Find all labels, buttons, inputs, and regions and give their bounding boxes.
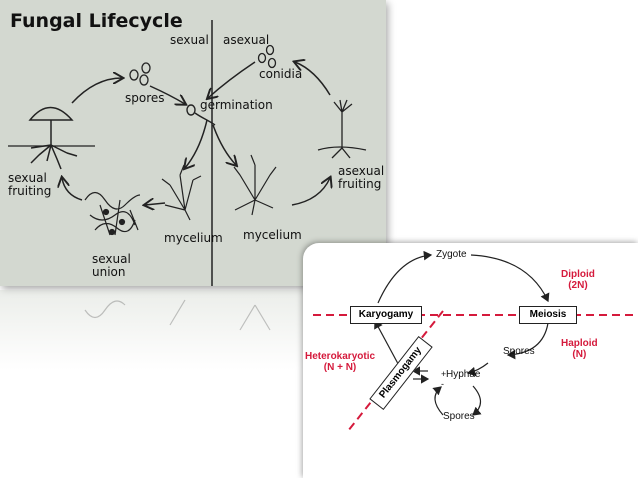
spores-upper-label: Spores <box>503 346 535 357</box>
karyogamy-cycle-panel: Zygote Diploid (2N) Karyogamy Meiosis Sp… <box>303 243 638 478</box>
sexual-fruiting-label: sexual fruiting <box>8 171 52 198</box>
haploid-label: Haploid (N) <box>561 338 598 360</box>
mycelium-left-drawing <box>161 164 202 221</box>
plus-sign: + <box>441 369 447 379</box>
mushroom-drawing <box>28 106 78 170</box>
mycelium-left-label: mycelium <box>164 231 223 245</box>
conidia-drawing <box>257 44 277 69</box>
sexual-union-label: sexual union <box>92 252 131 279</box>
lifecycle-arrows <box>62 62 330 205</box>
mycelium-right-label: mycelium <box>243 228 302 242</box>
conidia-label: conidia <box>259 67 303 81</box>
diploid-label: Diploid (2N) <box>561 269 595 291</box>
fungal-lifecycle-drawing <box>8 20 367 286</box>
cycle-arrows <box>377 250 550 416</box>
hyphae-label: Hyphae <box>446 369 481 380</box>
meiosis-box: Meiosis <box>519 306 577 324</box>
karyogamy-box: Karyogamy <box>350 306 422 324</box>
heterokaryotic-label: Heterokaryotic (N + N) <box>305 351 376 373</box>
sexual-union-drawing <box>84 191 141 236</box>
minus-sign: - <box>441 379 444 389</box>
spores-label: spores <box>125 91 165 105</box>
sexual-label: sexual <box>170 33 209 47</box>
spores-lower-label: Spores <box>443 411 475 422</box>
germination-drawing <box>186 104 216 126</box>
page-title: Fungal Lifecycle <box>10 10 183 32</box>
zygote-label: Zygote <box>436 249 467 260</box>
mycelium-right-drawing <box>233 154 277 216</box>
fungal-lifecycle-panel: Fungal Lifecycle sexual asexual conidia … <box>0 0 386 286</box>
asexual-fruiting-drawing <box>317 99 367 159</box>
germination-label: germination <box>200 98 273 112</box>
asexual-fruiting-label: asexual fruiting <box>338 164 385 191</box>
reflection-mirror <box>0 290 386 370</box>
asexual-label: asexual <box>223 33 270 47</box>
spores-drawing <box>129 62 151 86</box>
